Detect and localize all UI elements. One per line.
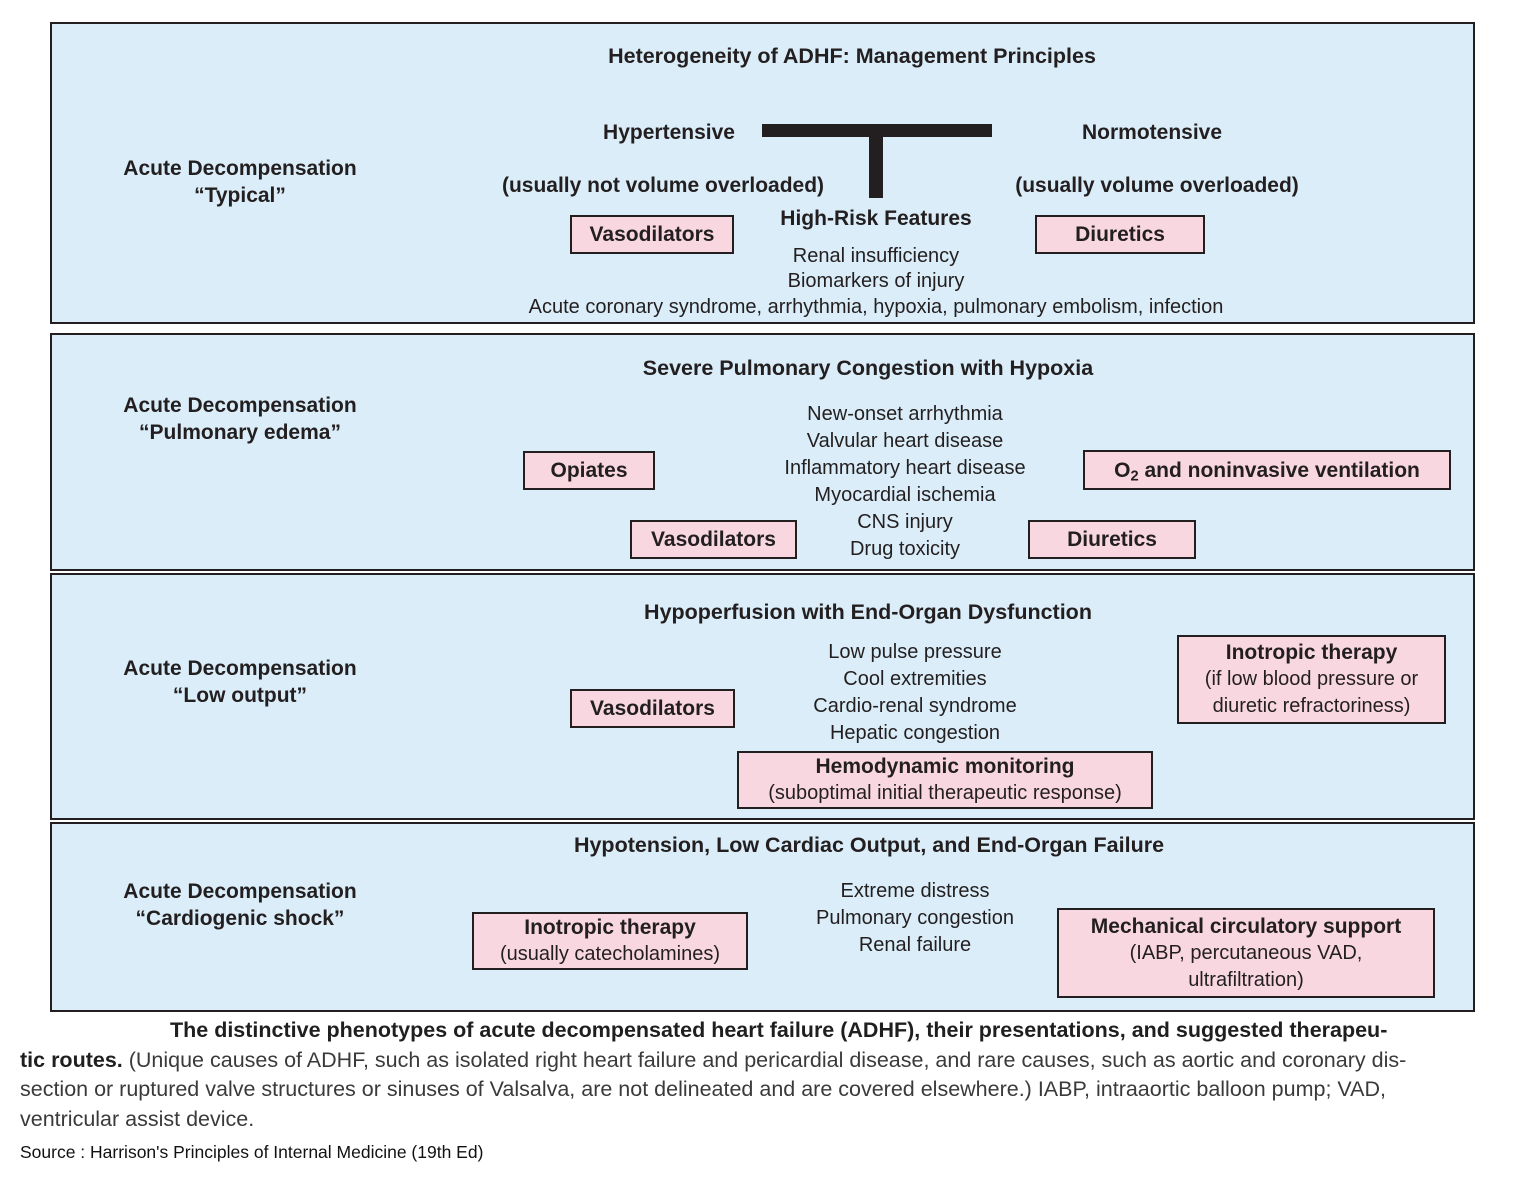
caption-line: tic routes. (Unique causes of ADHF, such… xyxy=(20,1047,1407,1072)
panel-shock-side-label: Acute Decompensation “Cardiogenic shock” xyxy=(123,878,356,932)
vasodilators-box: Vasodilators xyxy=(630,520,797,559)
panel-pulmonary-side-label: Acute Decompensation “Pulmonary edema” xyxy=(123,392,356,446)
side-label-line1: Acute Decompensation xyxy=(123,880,357,903)
inotropic-therapy-box-sub: (usually catecholamines) xyxy=(499,943,721,965)
vasodilators-box-label: Vasodilators xyxy=(589,223,715,246)
panel-low-output: Hypoperfusion with End-Organ Dysfunction… xyxy=(50,573,1475,820)
side-label-line2: “Cardiogenic shock” xyxy=(135,907,345,930)
cause-item: Inflammatory heart disease xyxy=(784,457,1026,479)
high-risk-item: Renal insufficiency xyxy=(792,245,960,267)
branch-connector-vertical xyxy=(869,124,883,198)
high-risk-list: Renal insufficiency Biomarkers of injury xyxy=(788,244,965,294)
inotropic-therapy-box: Inotropic therapy (if low blood pressure… xyxy=(1177,635,1446,724)
oxygen-ventilation-box-label: O2 and noninvasive ventilation xyxy=(1114,458,1420,485)
pulmonary-causes-list: New-onset arrhythmia Valvular heart dise… xyxy=(784,401,1025,563)
side-label-line1: Acute Decompensation xyxy=(123,657,357,680)
normotensive-subtitle: (usually volume overloaded) xyxy=(1015,174,1299,197)
cause-item: Drug toxicity xyxy=(849,538,961,560)
figure-caption: The distinctive phenotypes of acute deco… xyxy=(20,1016,1504,1134)
vasodilators-box: Vasodilators xyxy=(570,689,735,728)
cause-item: Myocardial ischemia xyxy=(814,484,996,506)
hemodynamic-monitoring-box-sub: (suboptimal initial therapeutic response… xyxy=(768,782,1122,804)
shock-causes-list: Extreme distress Pulmonary congestion Re… xyxy=(816,878,1014,959)
hemodynamic-monitoring-box-title: Hemodynamic monitoring xyxy=(815,755,1075,778)
cause-item: Cardio-renal syndrome xyxy=(813,695,1017,717)
hemodynamic-monitoring-box: Hemodynamic monitoring (suboptimal initi… xyxy=(737,751,1153,809)
mechanical-support-box-title: Mechanical circulatory support xyxy=(1090,914,1402,938)
high-risk-item: Biomarkers of injury xyxy=(787,270,965,292)
panel-shock-title: Hypotension, Low Cardiac Output, and End… xyxy=(573,833,1165,857)
cause-item: Renal failure xyxy=(858,934,972,956)
mechanical-support-box-sub: (IABP, percutaneous VAD, xyxy=(1129,941,1363,964)
diuretics-box: Diuretics xyxy=(1028,520,1196,559)
cause-item: CNS injury xyxy=(857,511,953,533)
inotropic-therapy-box-title: Inotropic therapy xyxy=(1225,641,1398,664)
cause-item: Extreme distress xyxy=(840,880,990,902)
diuretics-box-label: Diuretics xyxy=(1075,223,1165,246)
diuretics-box: Diuretics xyxy=(1035,215,1205,254)
panel-typical-side-label: Acute Decompensation “Typical” xyxy=(123,155,356,209)
panel-cardiogenic-shock: Hypotension, Low Cardiac Output, and End… xyxy=(50,822,1475,1012)
panel-typical: Heterogeneity of ADHF: Management Princi… xyxy=(50,22,1475,324)
vasodilators-box-label: Vasodilators xyxy=(651,528,776,551)
hypertensive-subtitle: (usually not volume overloaded) xyxy=(501,174,825,197)
hypertensive-label: Hypertensive xyxy=(603,121,735,144)
side-label-line2: “Low output” xyxy=(172,684,308,707)
panel-typical-title: Heterogeneity of ADHF: Management Princi… xyxy=(608,44,1096,68)
caption-line: The distinctive phenotypes of acute deco… xyxy=(170,1018,1388,1042)
side-label-line1: Acute Decompensation xyxy=(123,394,357,417)
inotropic-therapy-box-sub: (if low blood pressure or xyxy=(1204,668,1419,690)
vasodilators-box-label: Vasodilators xyxy=(590,697,715,720)
vasodilators-box: Vasodilators xyxy=(570,215,734,254)
cause-item: Hepatic congestion xyxy=(829,722,1001,744)
inotropic-therapy-box-sub: diuretic refractoriness) xyxy=(1212,695,1411,717)
caption-line: section or ruptured valve structures or … xyxy=(20,1077,1386,1101)
panel-pulmonary-title: Severe Pulmonary Congestion with Hypoxia xyxy=(642,356,1094,380)
side-label-line2: “Typical” xyxy=(194,184,286,207)
high-risk-title: High-Risk Features xyxy=(780,207,972,230)
side-label-line1: Acute Decompensation xyxy=(123,157,357,180)
oxygen-ventilation-box: O2 and noninvasive ventilation xyxy=(1083,450,1451,490)
normotensive-label: Normotensive xyxy=(1081,121,1223,144)
cause-item: Valvular heart disease xyxy=(806,430,1004,452)
cause-item: Low pulse pressure xyxy=(828,641,1002,663)
cause-item: New-onset arrhythmia xyxy=(807,403,1003,425)
opiates-box-label: Opiates xyxy=(550,459,628,482)
panel-low-output-title: Hypoperfusion with End-Organ Dysfunction xyxy=(644,600,1092,624)
inotropic-therapy-box-title: Inotropic therapy xyxy=(524,916,696,939)
high-risk-bottom-line: Acute coronary syndrome, arrhythmia, hyp… xyxy=(528,296,1224,318)
mechanical-support-box: Mechanical circulatory support (IABP, pe… xyxy=(1057,908,1435,998)
diuretics-box-label: Diuretics xyxy=(1067,528,1157,551)
side-label-line2: “Pulmonary edema” xyxy=(139,421,341,444)
panel-low-output-side-label: Acute Decompensation “Low output” xyxy=(123,655,356,709)
cause-item: Cool extremities xyxy=(843,668,987,690)
caption-line: ventricular assist device. xyxy=(20,1106,255,1131)
opiates-box: Opiates xyxy=(523,451,655,490)
cause-item: Pulmonary congestion xyxy=(816,907,1014,929)
source-line: Source : Harrison's Principles of Intern… xyxy=(20,1142,484,1162)
panel-pulmonary-edema: Severe Pulmonary Congestion with Hypoxia… xyxy=(50,333,1475,571)
inotropic-therapy-box: Inotropic therapy (usually catecholamine… xyxy=(472,912,748,970)
low-output-causes-list: Low pulse pressure Cool extremities Card… xyxy=(813,639,1016,747)
mechanical-support-box-sub: ultrafiltration) xyxy=(1188,968,1304,991)
